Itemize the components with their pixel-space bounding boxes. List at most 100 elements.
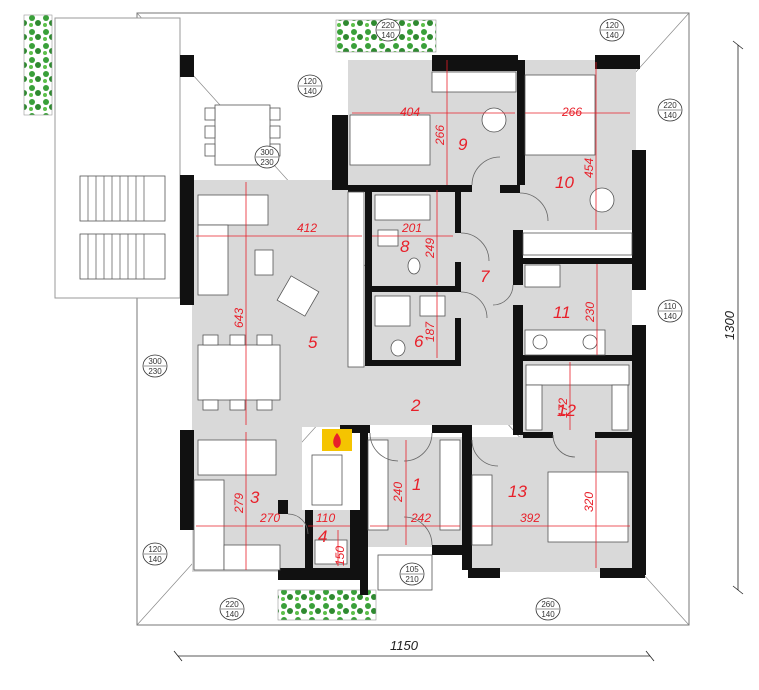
window-label: 300 230	[254, 145, 280, 169]
room-number-13: 13	[508, 482, 527, 501]
sink-8	[377, 229, 399, 247]
window-label: 300 230	[142, 354, 168, 378]
wardrobe-13	[471, 474, 493, 546]
window-label: 105 210	[399, 562, 425, 586]
dining-table	[197, 334, 281, 411]
room-number-11: 11	[553, 303, 571, 322]
bed-9	[349, 114, 431, 166]
wardrobe-9	[431, 71, 517, 93]
overall-width-label: 1150	[390, 638, 419, 653]
svg-text:110: 110	[664, 302, 677, 311]
window-label: 220 140	[375, 18, 401, 42]
dim-454: 454	[582, 158, 596, 178]
svg-text:230: 230	[260, 158, 274, 167]
dim-643: 643	[232, 308, 246, 328]
svg-text:260: 260	[541, 600, 555, 609]
room-number-12: 12	[557, 401, 576, 420]
toilet-8	[407, 257, 421, 275]
overall-height-label: 1300	[722, 310, 737, 340]
wardrobe-rack-12	[525, 364, 630, 386]
dim-266-b: 266	[561, 105, 582, 119]
room-number-3: 3	[250, 488, 260, 507]
closet-1a	[367, 439, 389, 531]
svg-text:120: 120	[303, 77, 317, 86]
corridor7-floor	[455, 185, 520, 365]
window-label: 260 140	[535, 597, 561, 621]
room-number-1: 1	[412, 475, 421, 494]
dim-150: 150	[333, 546, 347, 566]
svg-text:140: 140	[663, 111, 677, 120]
cabinet-column	[311, 454, 343, 506]
lamp-9	[481, 107, 507, 133]
svg-text:105: 105	[405, 565, 419, 574]
laundry-tall	[524, 264, 561, 288]
room-number-6: 6	[414, 332, 424, 351]
toilet-6	[390, 339, 406, 357]
room-number-10: 10	[555, 173, 574, 192]
roof-outline	[136, 12, 690, 626]
svg-text:220: 220	[225, 600, 239, 609]
room-number-2: 2	[410, 396, 421, 415]
sofa	[197, 194, 269, 296]
svg-text:230: 230	[148, 367, 162, 376]
svg-text:300: 300	[260, 148, 274, 157]
flame-icon	[333, 433, 341, 448]
dimension-lines	[196, 60, 630, 570]
window-label: 120 140	[142, 542, 168, 566]
window-label: 220 140	[219, 597, 245, 621]
svg-text:300: 300	[148, 357, 162, 366]
kitchen-island	[197, 439, 277, 476]
dim-279: 279	[232, 493, 246, 514]
tv-unit	[347, 191, 365, 368]
svg-text:210: 210	[405, 575, 419, 584]
walls	[180, 55, 646, 595]
svg-text:220: 220	[381, 21, 395, 30]
window-label: 120 140	[297, 74, 323, 98]
svg-text:140: 140	[148, 555, 162, 564]
closet-1b	[439, 439, 461, 531]
window-label: 220 140	[657, 98, 683, 122]
dim-110: 110	[316, 511, 335, 525]
sun-lounger-1	[79, 175, 166, 222]
room-number-4: 4	[318, 527, 327, 546]
dim-172: 172	[556, 398, 570, 418]
greenery-left	[23, 14, 53, 116]
window-label: 110 140	[657, 299, 683, 323]
dim-392: 392	[520, 511, 540, 525]
room-number-8: 8	[400, 237, 410, 256]
dim-404: 404	[400, 105, 420, 119]
bed-13	[547, 471, 629, 543]
room-number-7: 7	[480, 267, 490, 286]
coffee-table	[254, 249, 274, 276]
sink-6	[419, 295, 446, 317]
bed-10	[524, 74, 596, 156]
pantry-shelf	[314, 539, 348, 565]
lamp-10	[589, 187, 615, 213]
dim-266-a: 266	[433, 125, 447, 146]
overall-dimension-lines	[173, 40, 744, 662]
armchair	[276, 275, 320, 317]
room-number-5: 5	[308, 333, 318, 352]
svg-text:220: 220	[663, 101, 677, 110]
bathtub	[374, 194, 431, 221]
room-number-9: 9	[458, 135, 468, 154]
svg-text:140: 140	[663, 312, 677, 321]
dim-270: 270	[259, 511, 280, 525]
svg-text:120: 120	[605, 21, 619, 30]
doors	[287, 156, 576, 546]
kitchen-counter	[193, 479, 225, 571]
dim-412: 412	[297, 221, 317, 235]
shower-6	[374, 295, 411, 327]
wardrobe-side-12	[525, 384, 543, 431]
wardrobe-10	[522, 232, 633, 256]
greenery-bottom	[277, 589, 377, 621]
hall-floor	[352, 365, 517, 425]
dim-230: 230	[583, 302, 597, 323]
dryer	[582, 334, 598, 350]
washer	[532, 334, 548, 350]
wardrobe-side-12b	[611, 384, 629, 431]
svg-text:120: 120	[148, 545, 162, 554]
dim-187: 187	[423, 321, 437, 342]
kitchen-counter-bottom	[223, 544, 281, 571]
